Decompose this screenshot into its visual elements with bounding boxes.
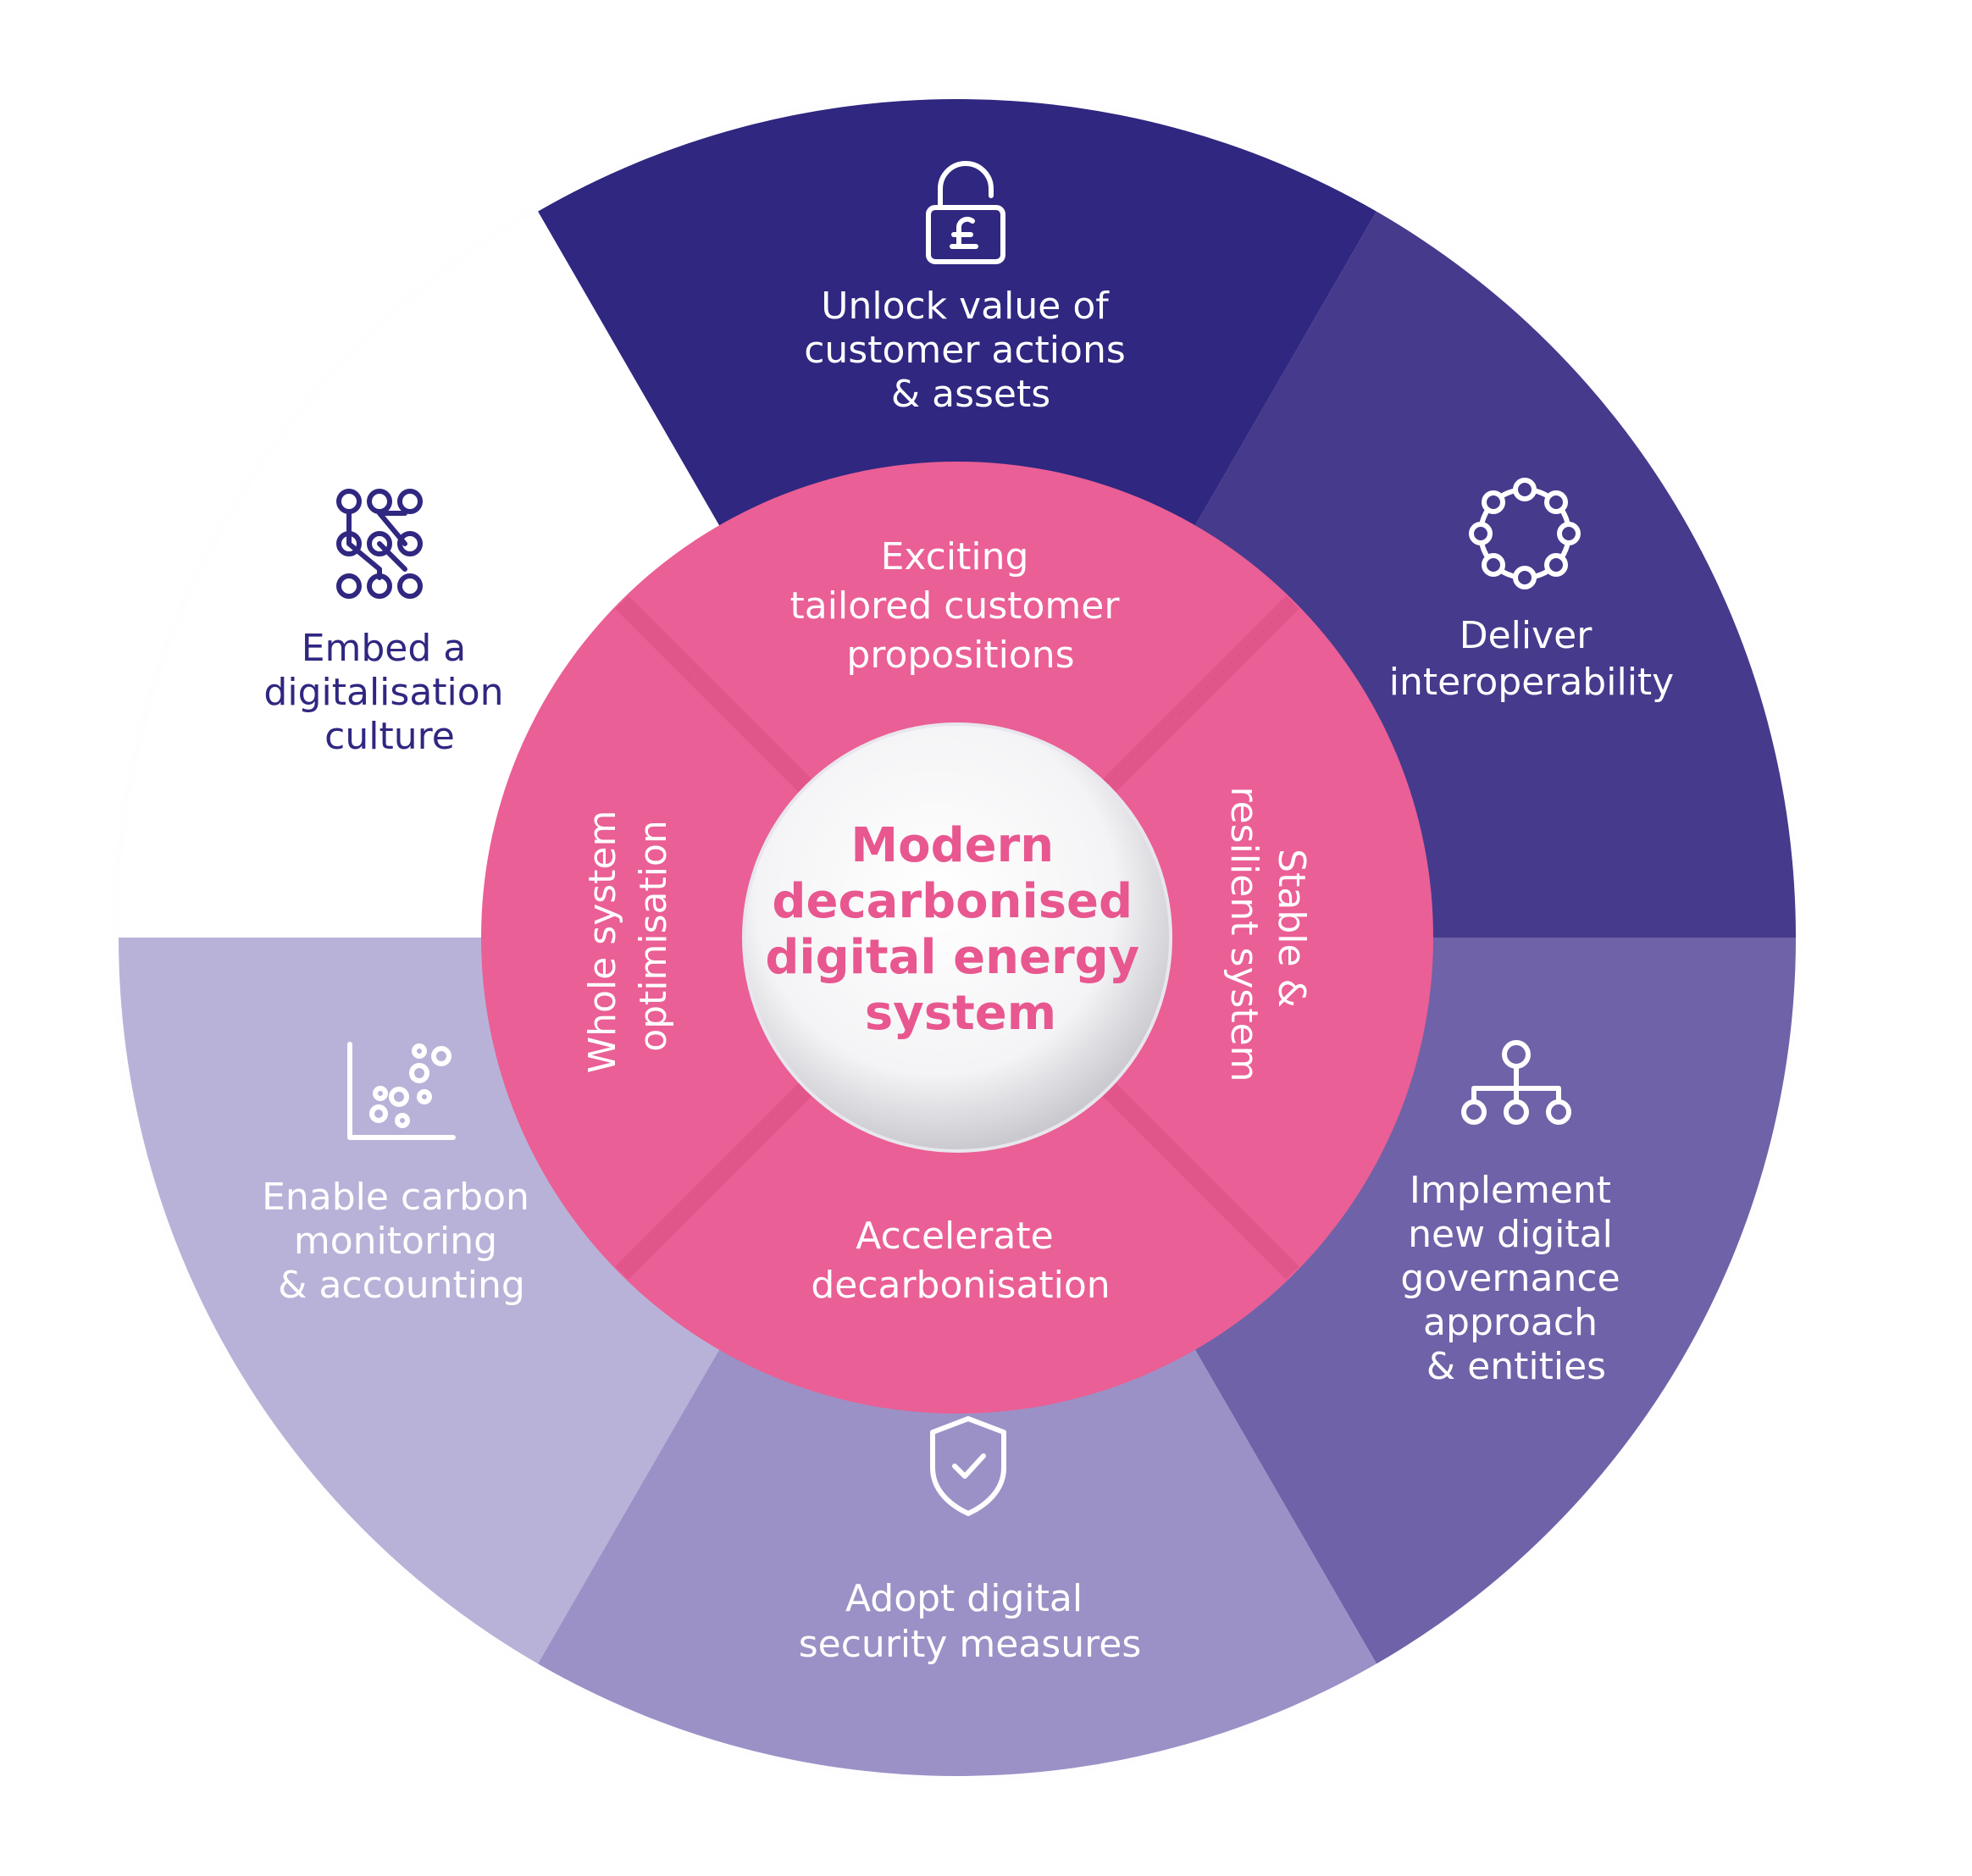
inner-segment-decarbonisation: [620, 1081, 1294, 1414]
inner-segment-whole-system: [481, 600, 814, 1275]
padlock-pound-icon: [926, 161, 1005, 264]
center-hub: [742, 722, 1172, 1153]
connected-ring-icon: [1469, 478, 1581, 589]
stable-resilient-label: Stable & resilient system: [1222, 786, 1313, 1082]
culture-label: Embed a digitalisation culture: [263, 627, 515, 758]
security-label: Adopt digital security measures: [799, 1577, 1142, 1666]
unlock-value-label: Unlock value of customer actions & asset…: [804, 285, 1138, 416]
inner-segment-customer-propositions: [620, 462, 1294, 794]
interoperability-label: Deliver interoperability: [1389, 614, 1674, 704]
whole-system-label: Whole system optimisation: [581, 799, 675, 1074]
hierarchy-icon: [1461, 1040, 1571, 1125]
inner-divider-0: [615, 595, 815, 795]
accelerate-decarbonisation-label: Accelerate decarbonisation: [811, 1215, 1110, 1307]
inner-divider-2: [1100, 1080, 1299, 1280]
shield-check-icon: [930, 1416, 1006, 1516]
inner-ring: [481, 462, 1433, 1414]
scatter-chart-icon: [347, 1042, 456, 1140]
inner-segment-stable-resilient: [1100, 600, 1433, 1275]
network-grid-icon: [336, 489, 423, 599]
governance-label: Implement new digital governance approac…: [1400, 1169, 1631, 1388]
center-title: Modern decarbonised digital energy syste…: [765, 818, 1155, 1041]
inner-divider-1: [1100, 595, 1299, 795]
inner-divider-3: [615, 1080, 815, 1280]
carbon-label: Enable carbon monitoring & accounting: [262, 1176, 541, 1307]
customer-propositions-label: Exciting tailored customer propositions: [790, 535, 1132, 677]
